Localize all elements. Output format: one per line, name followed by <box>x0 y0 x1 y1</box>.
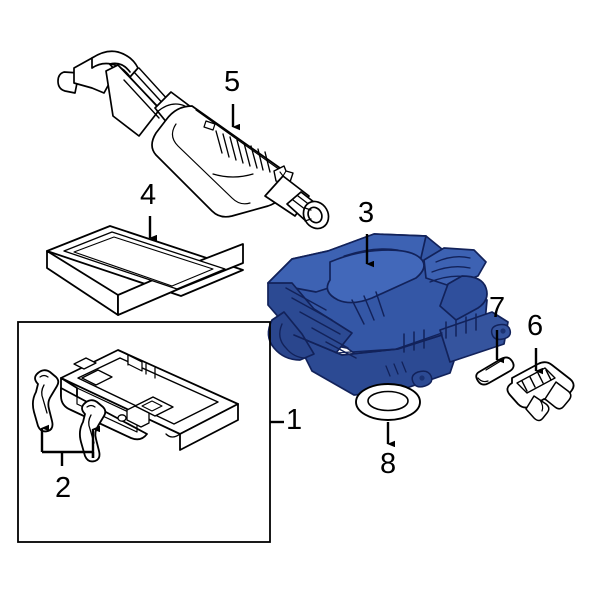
part-air-cleaner-upper-housing-cover <box>267 233 512 396</box>
callout-label-7: 7 <box>489 292 506 324</box>
part-air-intake-bracket <box>506 361 575 422</box>
part-air-cleaner-plug <box>475 356 515 386</box>
callout-label-6: 6 <box>527 310 544 342</box>
part-catalytic-converter <box>57 50 330 230</box>
part-air-cleaner-clip-left <box>31 369 60 433</box>
part-1-group-box <box>17 321 271 543</box>
callout-label-5: 5 <box>224 66 241 98</box>
callout-label-8: 8 <box>380 448 397 480</box>
callout-label-2: 2 <box>55 472 72 504</box>
part-air-filter-element <box>46 225 244 316</box>
part-air-cleaner-seal-gasket <box>355 383 421 421</box>
callout-label-3: 3 <box>358 197 375 229</box>
callout-label-4: 4 <box>140 179 157 211</box>
callout-label-1: 1 <box>286 404 303 436</box>
